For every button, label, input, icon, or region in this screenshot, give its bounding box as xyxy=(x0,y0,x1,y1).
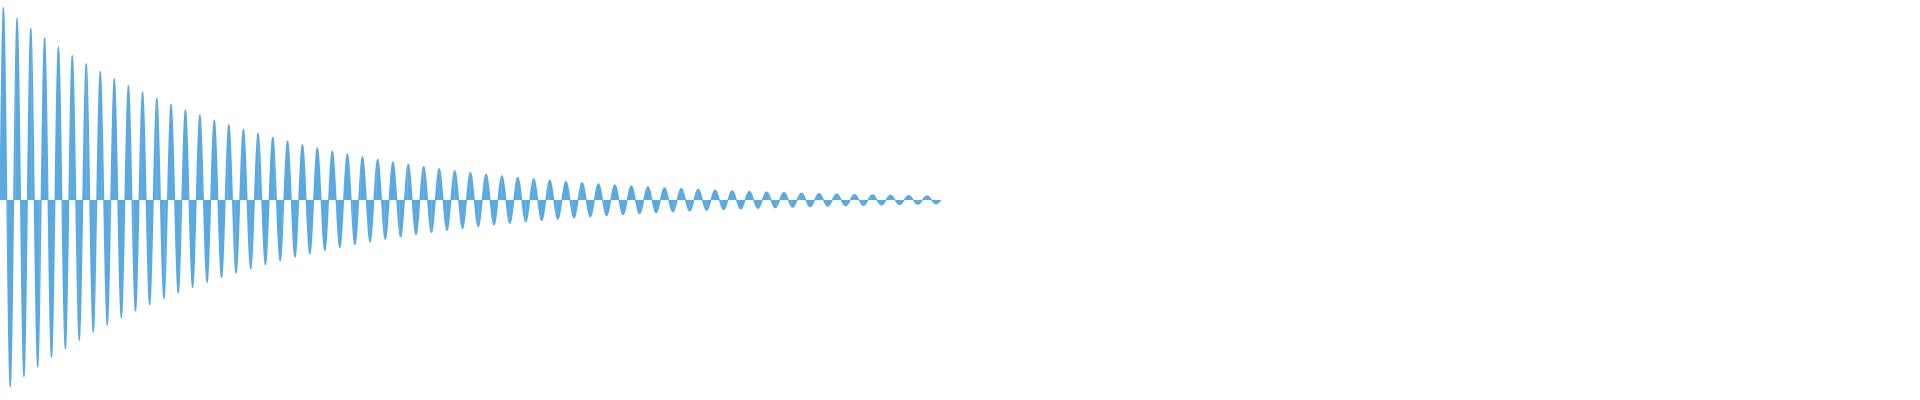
waveform-lobe xyxy=(352,168,361,245)
waveform-lobe xyxy=(15,18,24,374)
waveform-lobe xyxy=(768,193,777,208)
waveform-lobe xyxy=(94,71,102,323)
waveform-lobe xyxy=(862,196,871,206)
waveform-lobe xyxy=(274,151,283,261)
waveform-lobe xyxy=(368,165,377,242)
waveform-lobe xyxy=(588,191,596,217)
waveform-lobe xyxy=(266,137,275,257)
waveform-lobe xyxy=(885,195,894,201)
waveform-lobe xyxy=(635,197,643,214)
waveform-lobe xyxy=(282,141,291,239)
waveform-lobe xyxy=(164,104,173,294)
waveform-lobe xyxy=(211,120,220,250)
waveform-lobe xyxy=(384,164,392,240)
waveform-lobe xyxy=(376,159,385,236)
waveform-lobe xyxy=(329,151,338,221)
waveform-lobe xyxy=(721,196,730,210)
waveform-lobe xyxy=(807,198,816,207)
waveform-lobe xyxy=(705,191,714,211)
waveform-lobe xyxy=(141,92,149,300)
waveform-lobe xyxy=(932,200,941,204)
waveform-lobe xyxy=(729,190,737,202)
waveform-lobe xyxy=(31,34,40,367)
waveform-lobe xyxy=(893,197,902,205)
waveform-lobe xyxy=(548,180,557,218)
waveform-lobe xyxy=(658,187,667,209)
waveform-fill xyxy=(0,7,941,387)
waveform-lobe xyxy=(172,122,181,293)
waveform-lobe xyxy=(556,184,565,220)
waveform-lobe xyxy=(799,193,808,204)
waveform-lobe xyxy=(70,55,79,331)
waveform-lobe xyxy=(580,182,588,211)
waveform-lobe xyxy=(744,191,753,201)
waveform-lobe xyxy=(823,199,832,207)
waveform-lobe xyxy=(258,136,267,265)
waveform-lobe xyxy=(23,28,32,377)
waveform-lobe xyxy=(595,183,604,207)
waveform-lobe xyxy=(337,175,345,248)
waveform-lobe xyxy=(925,195,933,202)
waveform-lobe xyxy=(39,38,48,329)
waveform-lobe xyxy=(7,53,16,387)
waveform-lobe xyxy=(760,191,769,206)
waveform-lobe xyxy=(870,194,879,202)
waveform-lobe xyxy=(917,196,926,205)
waveform-lobe xyxy=(666,190,675,212)
waveform-lobe xyxy=(454,170,463,229)
waveform-lobe xyxy=(611,184,620,203)
waveform-lobe xyxy=(290,171,298,258)
waveform-lobe xyxy=(462,172,471,229)
waveform-lobe xyxy=(831,193,839,203)
waveform-lobe xyxy=(752,196,761,209)
waveform-lobe xyxy=(540,181,549,221)
waveform-lobe xyxy=(674,188,683,211)
waveform-lobe xyxy=(478,174,487,227)
waveform-lobe xyxy=(564,181,573,215)
waveform-lobe xyxy=(219,138,228,278)
waveform-lobe xyxy=(901,195,910,204)
waveform-lobe xyxy=(133,113,142,312)
waveform-lobe xyxy=(344,154,353,229)
waveform-lobe xyxy=(101,106,110,325)
waveform-lobe xyxy=(125,85,134,263)
waveform-lobe xyxy=(642,186,651,205)
waveform-lobe xyxy=(62,97,71,349)
waveform-lobe xyxy=(603,195,612,216)
waveform-lobe xyxy=(650,193,659,213)
waveform-lobe xyxy=(203,165,212,283)
waveform-lobe xyxy=(188,167,196,288)
waveform-lobe xyxy=(791,194,800,208)
waveform-lobe xyxy=(297,144,306,219)
waveform-lobe xyxy=(321,185,330,251)
waveform-lobe xyxy=(838,195,847,206)
waveform-lobe xyxy=(713,190,722,207)
waveform-lobe xyxy=(572,187,581,218)
waveform-lobe xyxy=(180,109,189,257)
waveform-lobe xyxy=(392,161,400,236)
waveform-lobe xyxy=(227,124,236,268)
waveform-lobe xyxy=(196,115,204,215)
waveform-lobe xyxy=(470,172,479,227)
waveform-trace xyxy=(0,6,942,388)
waveform-lobe xyxy=(109,78,118,255)
waveform-lobe xyxy=(360,156,369,234)
